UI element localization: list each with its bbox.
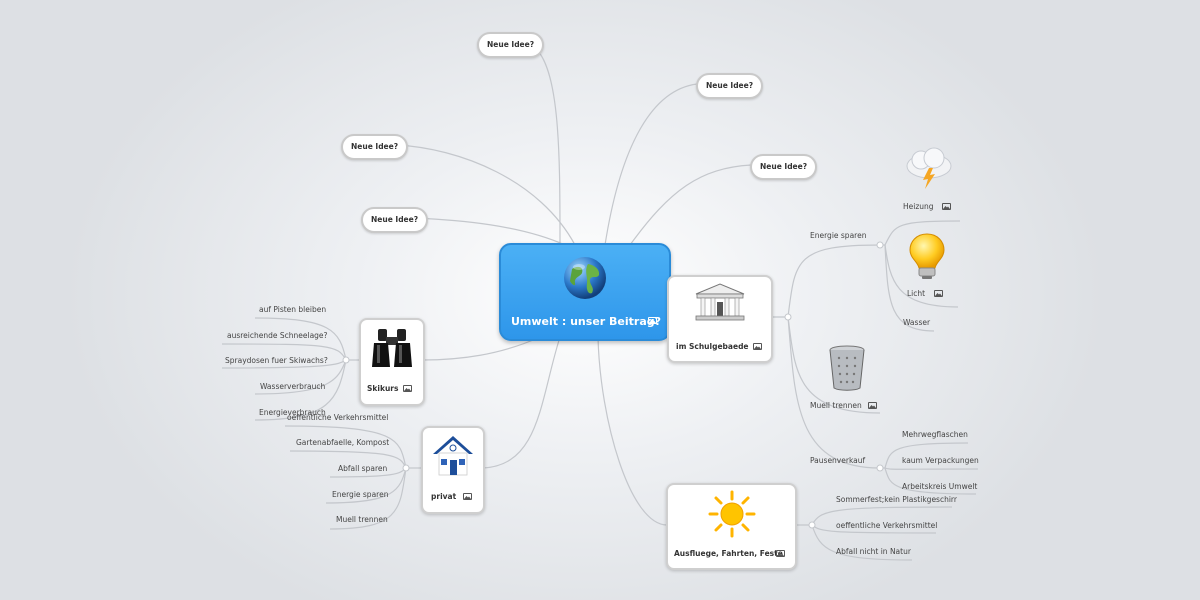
image-icon[interactable] <box>403 385 412 392</box>
heizung-leaf[interactable]: Heizung <box>903 202 934 211</box>
privat-node[interactable]: privat <box>421 426 485 514</box>
privat-leaf[interactable]: oeffentliche Verkehrsmittel <box>287 413 389 422</box>
idea-bubble[interactable]: Neue Idee? <box>477 32 545 58</box>
image-icon[interactable] <box>463 493 472 500</box>
image-icon[interactable] <box>868 402 877 409</box>
building-icon <box>695 283 745 321</box>
privat-leaf[interactable]: Gartenabfaelle, Kompost <box>296 438 390 447</box>
skikurs-leaf[interactable]: ausreichende Schneelage? <box>227 331 328 340</box>
image-icon[interactable] <box>776 550 785 557</box>
storm-cloud-icon <box>906 147 952 189</box>
skikurs-title: Skikurs <box>367 384 399 393</box>
image-icon[interactable] <box>934 290 943 297</box>
skikurs-leaf[interactable]: Wasserverbrauch <box>260 382 326 391</box>
skikurs-leaf[interactable]: Spraydosen fuer Skiwachs? <box>225 356 328 365</box>
idea-bubble[interactable]: Neue Idee? <box>750 154 818 180</box>
wasser-leaf[interactable]: Wasser <box>903 318 931 327</box>
pausenverkauf-leaf[interactable]: kaum Verpackungen <box>902 456 979 465</box>
house-icon <box>433 436 473 476</box>
central-node[interactable]: Umwelt : unser Beitrag? <box>499 243 671 341</box>
image-icon[interactable] <box>942 203 951 210</box>
skikurs-leaf[interactable]: auf Pisten bleiben <box>259 305 327 314</box>
ausfluege-leaf[interactable]: Sommerfest;kein Plastikgeschirr <box>836 495 957 504</box>
sun-icon <box>708 490 756 538</box>
ausfluege-leaf[interactable]: oeffentliche Verkehrsmittel <box>836 521 938 530</box>
image-icon[interactable] <box>648 317 657 324</box>
globe-icon <box>564 257 606 299</box>
trash-can-icon <box>829 345 865 391</box>
ausfluege-node[interactable]: Ausfluege, Fahrten, Feste <box>666 483 797 570</box>
image-icon[interactable] <box>753 343 762 350</box>
privat-leaf[interactable]: Abfall sparen <box>338 464 388 473</box>
pausenverkauf-leaf[interactable]: Mehrwegflaschen <box>902 430 968 439</box>
schulgebaede-node[interactable]: im Schulgebaede <box>667 275 773 363</box>
idea-bubble[interactable]: Neue Idee? <box>341 134 409 160</box>
privat-leaf[interactable]: Muell trennen <box>336 515 388 524</box>
skikurs-node[interactable]: Skikurs <box>359 318 425 406</box>
ausfluege-leaf[interactable]: Abfall nicht in Natur <box>836 547 911 556</box>
pausenverkauf-leaf[interactable]: Arbeitskreis Umwelt <box>902 482 978 491</box>
pausenverkauf-branch[interactable]: Pausenverkauf <box>810 456 866 465</box>
schulgebaede-title: im Schulgebaede <box>676 342 749 351</box>
muell-trennen-leaf[interactable]: Muell trennen <box>810 401 862 410</box>
idea-bubble[interactable]: Neue Idee? <box>361 207 429 233</box>
idea-bubble[interactable]: Neue Idee? <box>696 73 764 99</box>
skikurs-leaf[interactable]: Energieverbrauch <box>259 408 326 417</box>
light-bulb-icon <box>909 233 945 279</box>
ausfluege-title: Ausfluege, Fahrten, Feste <box>674 549 783 558</box>
energie-sparen-branch[interactable]: Energie sparen <box>810 231 867 240</box>
privat-title: privat <box>431 492 457 501</box>
licht-leaf[interactable]: Licht <box>907 289 926 298</box>
binoculars-icon <box>372 329 412 367</box>
central-title: Umwelt : unser Beitrag? <box>511 315 662 328</box>
privat-leaf[interactable]: Energie sparen <box>332 490 389 499</box>
